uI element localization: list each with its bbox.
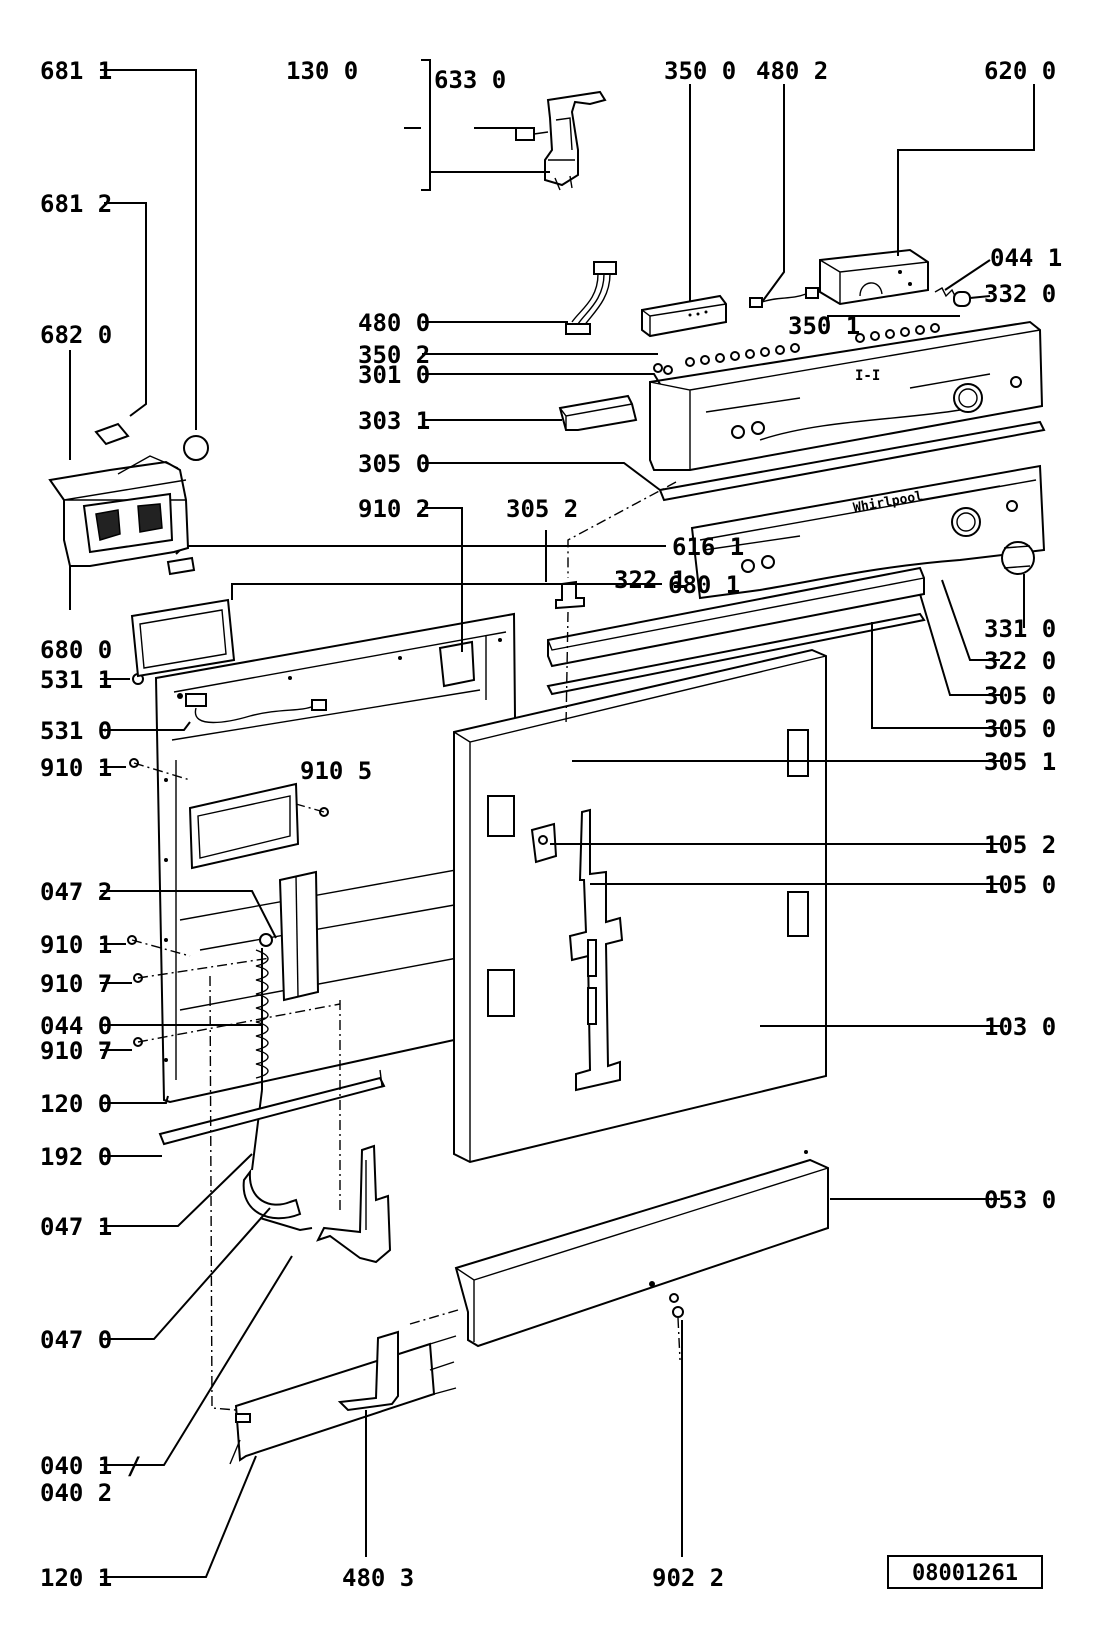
bracket-480 xyxy=(337,1330,399,1412)
label-301-0: 301 0 xyxy=(358,361,430,389)
label-633-0: 633 0 xyxy=(434,66,506,94)
label-350-1: 350 1 xyxy=(788,312,860,340)
label-480-0: 480 0 xyxy=(358,309,430,337)
label-103-0: 103 0 xyxy=(984,1013,1056,1041)
hinge-bracket xyxy=(316,1144,392,1264)
label-620-0: 620 0 xyxy=(984,57,1056,85)
screw-902 xyxy=(669,1293,684,1318)
label-682-0: 682 0 xyxy=(40,321,112,349)
label-303-1: 303 1 xyxy=(358,407,430,435)
panel-symbol: I-I xyxy=(855,368,880,384)
label-910-1b: 910 1 xyxy=(40,931,112,959)
knob-part xyxy=(1001,541,1035,575)
label-480-2: 480 2 xyxy=(756,57,828,85)
label-910-7b: 910 7 xyxy=(40,1037,112,1065)
label-332-0: 332 0 xyxy=(984,280,1056,308)
seal-strip xyxy=(158,1069,386,1146)
label-350-2: 350 2 xyxy=(358,341,430,369)
front-fascia: Whirlpool xyxy=(690,464,1046,600)
label-120-1: 120 1 xyxy=(40,1564,112,1592)
label-680-0: 680 0 xyxy=(40,636,112,664)
label-305-0c: 305 0 xyxy=(984,715,1056,743)
label-616-1: 616 1 xyxy=(672,533,744,561)
dispenser-assembly xyxy=(48,422,236,678)
label-047-1: 047 1 xyxy=(40,1213,112,1241)
drawing-number-box: 08001261 xyxy=(887,1555,1043,1589)
drawing-number: 08001261 xyxy=(912,1561,1018,1586)
rail-upper xyxy=(547,566,925,668)
label-053-0: 053 0 xyxy=(984,1186,1056,1214)
label-305-0a: 305 0 xyxy=(358,450,430,478)
label-910-2: 910 2 xyxy=(358,495,430,523)
label-322-1: 322 1 xyxy=(614,566,686,594)
label-910-7a: 910 7 xyxy=(40,970,112,998)
label-192-0: 192 0 xyxy=(40,1143,112,1171)
label-044-0: 044 0 xyxy=(40,1012,112,1040)
label-105-0: 105 0 xyxy=(984,871,1056,899)
label-910-1a: 910 1 xyxy=(40,754,112,782)
label-902-2: 902 2 xyxy=(652,1564,724,1592)
label-531-1: 531 1 xyxy=(40,666,112,694)
label-531-0: 531 0 xyxy=(40,717,112,745)
handle-part xyxy=(558,394,638,431)
label-044-1: 044 1 xyxy=(990,244,1062,272)
ribbon-wire xyxy=(565,261,617,335)
toe-plate xyxy=(454,1150,829,1348)
small-wire xyxy=(749,287,819,308)
label-480-3: 480 3 xyxy=(342,1564,414,1592)
label-305-0b: 305 0 xyxy=(984,682,1056,710)
lower-kick-panel xyxy=(229,1335,457,1465)
label-047-2: 047 2 xyxy=(40,878,112,906)
hinge-bracket-assembly xyxy=(515,90,607,191)
electronic-module xyxy=(641,294,727,338)
panel-strip xyxy=(658,420,1046,502)
label-305-1: 305 1 xyxy=(984,748,1056,776)
label-105-2: 105 2 xyxy=(984,831,1056,859)
label-331-0: 331 0 xyxy=(984,615,1056,643)
label-040-2: 040 2 xyxy=(40,1479,112,1507)
left-screws xyxy=(127,673,329,1047)
rail-lower xyxy=(546,612,926,696)
label-047-0: 047 0 xyxy=(40,1326,112,1354)
control-module xyxy=(819,248,929,306)
label-305-2: 305 2 xyxy=(506,495,578,523)
button-row xyxy=(653,323,940,375)
inner-door-panel xyxy=(154,612,520,1104)
part-labels: 681 1 681 2 682 0 680 0 616 1 680 1 531 … xyxy=(40,57,1062,1592)
label-350-0: 350 0 xyxy=(664,57,736,85)
spring-and-knob-small xyxy=(934,287,971,307)
label-322-0: 322 0 xyxy=(984,647,1056,675)
clip-part xyxy=(555,580,585,610)
label-680-1: 680 1 xyxy=(668,571,740,599)
label-040-1: 040 1 / xyxy=(40,1452,141,1480)
label-681-2: 681 2 xyxy=(40,190,112,218)
assembly-lines xyxy=(131,481,681,1411)
label-130-0: 130 0 xyxy=(286,57,358,85)
label-681-1: 681 1 xyxy=(40,57,112,85)
control-panel-housing: I-I xyxy=(649,320,1044,471)
outer-door-panel xyxy=(453,648,827,1164)
label-120-0: 120 0 xyxy=(40,1090,112,1118)
leader-lines xyxy=(69,59,1035,1578)
label-910-5: 910 5 xyxy=(300,757,372,785)
